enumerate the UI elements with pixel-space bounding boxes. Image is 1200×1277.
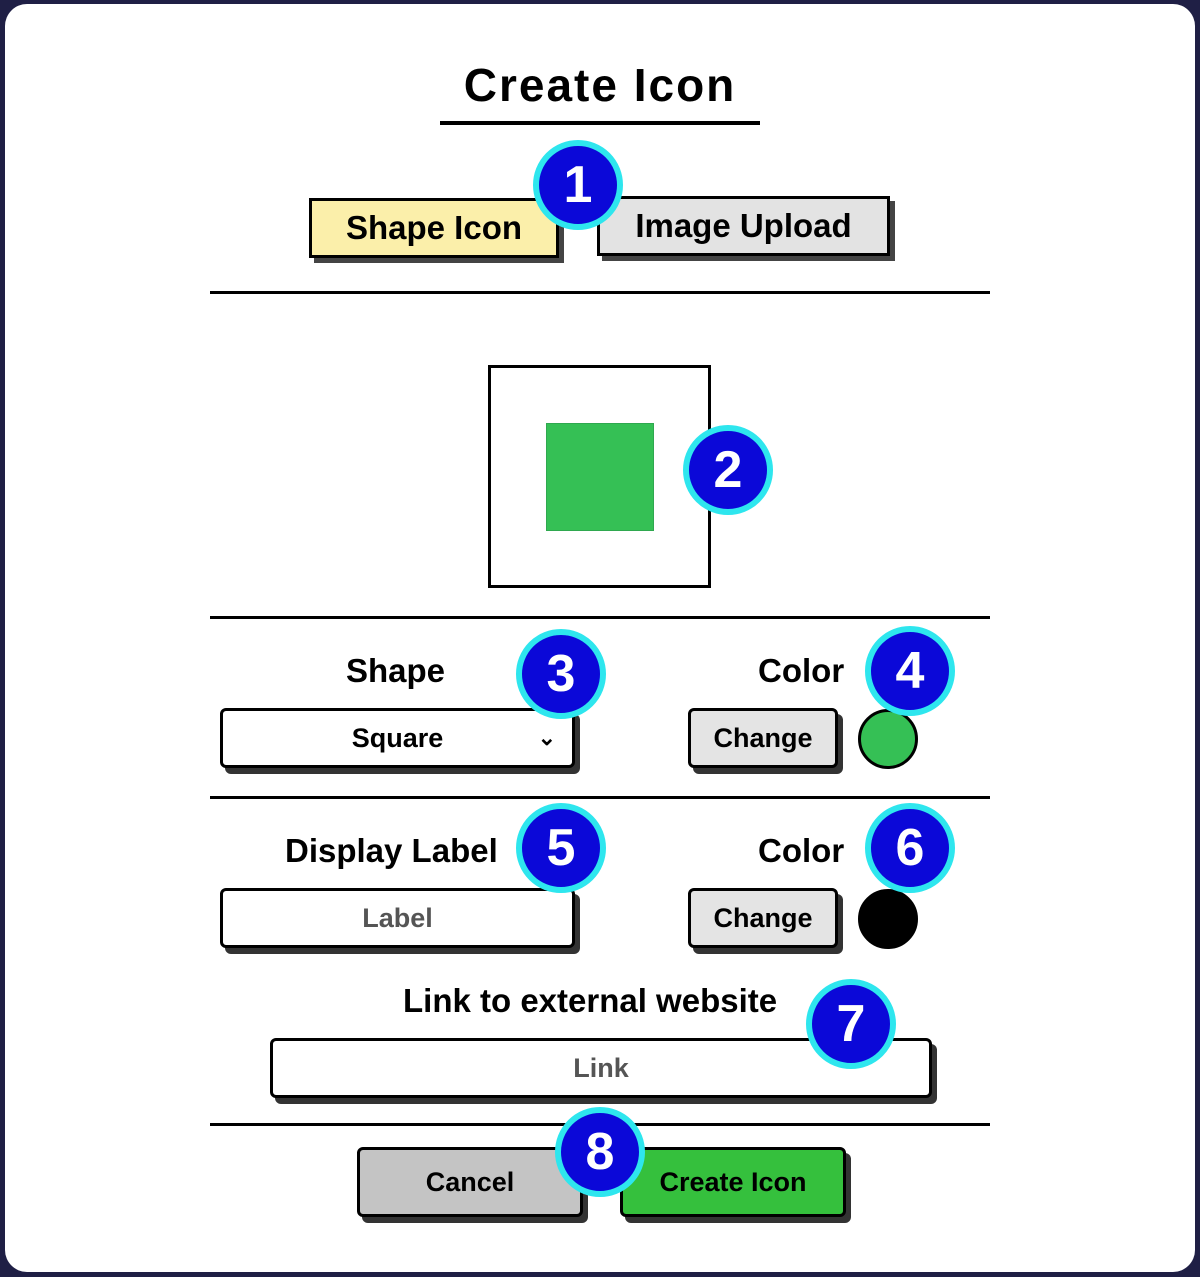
create-icon-button[interactable]: Create Icon bbox=[620, 1147, 846, 1217]
shape-select-value: Square bbox=[351, 722, 444, 753]
callout-badge: 6 bbox=[865, 803, 955, 893]
shape-label: Shape bbox=[346, 652, 446, 689]
tab-image-upload[interactable]: Image Upload bbox=[597, 196, 890, 256]
callout-badge: 5 bbox=[516, 803, 606, 893]
divider bbox=[210, 291, 990, 294]
tab-shape-icon[interactable]: Shape Icon bbox=[309, 198, 559, 258]
icon-preview-square bbox=[546, 423, 654, 531]
dialog-title: Create Icon bbox=[463, 59, 737, 111]
callout-badge: 7 bbox=[806, 979, 896, 1069]
divider bbox=[210, 796, 990, 799]
link-label: Link to external website bbox=[403, 982, 778, 1019]
display-label-label: Display Label bbox=[285, 832, 498, 869]
chevron-down-icon: ⌄ bbox=[537, 725, 556, 750]
shape-color-change-button[interactable]: Change bbox=[688, 708, 838, 768]
title-underline bbox=[440, 121, 760, 125]
display-label-input[interactable]: Label bbox=[220, 888, 575, 948]
label-color-label: Color bbox=[758, 832, 845, 869]
shape-color-swatch[interactable] bbox=[858, 709, 918, 769]
callout-badge: 4 bbox=[865, 626, 955, 716]
label-color-change-button[interactable]: Change bbox=[688, 888, 838, 948]
cancel-button[interactable]: Cancel bbox=[357, 1147, 583, 1217]
link-placeholder: Link bbox=[573, 1052, 629, 1083]
label-color-swatch[interactable] bbox=[858, 889, 918, 949]
callout-badge: 2 bbox=[683, 425, 773, 515]
link-input[interactable]: Link bbox=[270, 1038, 932, 1098]
callout-badge: 1 bbox=[533, 140, 623, 230]
shape-select[interactable]: Square ⌄ bbox=[220, 708, 575, 768]
callout-badge: 8 bbox=[555, 1107, 645, 1197]
shape-color-label: Color bbox=[758, 652, 845, 689]
callout-badge: 3 bbox=[516, 629, 606, 719]
divider bbox=[210, 616, 990, 619]
display-label-placeholder: Label bbox=[362, 902, 433, 933]
